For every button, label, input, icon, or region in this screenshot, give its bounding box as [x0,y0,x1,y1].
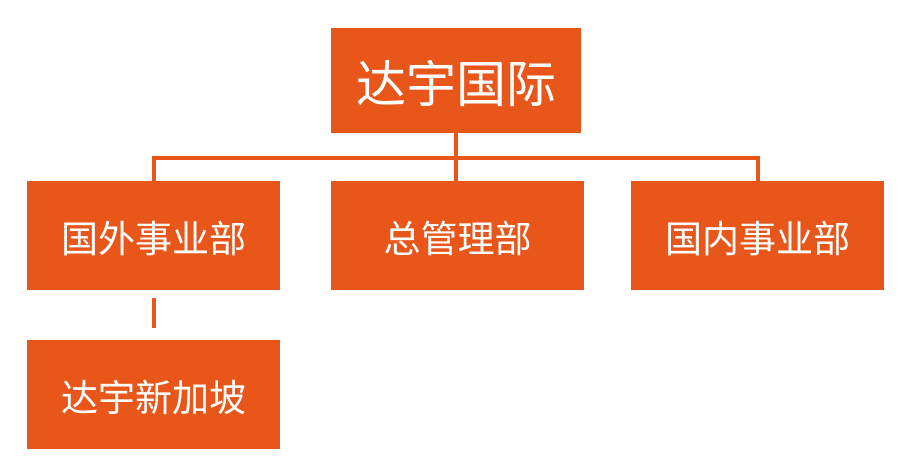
dept-label-overseas: 国外事业部 [61,217,246,261]
dept-node-general-management: 总管理部 [331,181,584,290]
dept-node-domestic: 国内事业部 [631,181,884,290]
org-root-label: 达宇国际 [356,55,556,114]
subsidiary-label-singapore: 达宇新加坡 [61,376,246,420]
subsidiary-node-singapore: 达宇新加坡 [27,340,280,449]
dept-label-domestic: 国内事业部 [665,217,850,261]
dept-label-general-management: 总管理部 [383,217,532,261]
dept-node-overseas: 国外事业部 [27,181,280,290]
org-root-node: 达宇国际 [331,28,581,133]
